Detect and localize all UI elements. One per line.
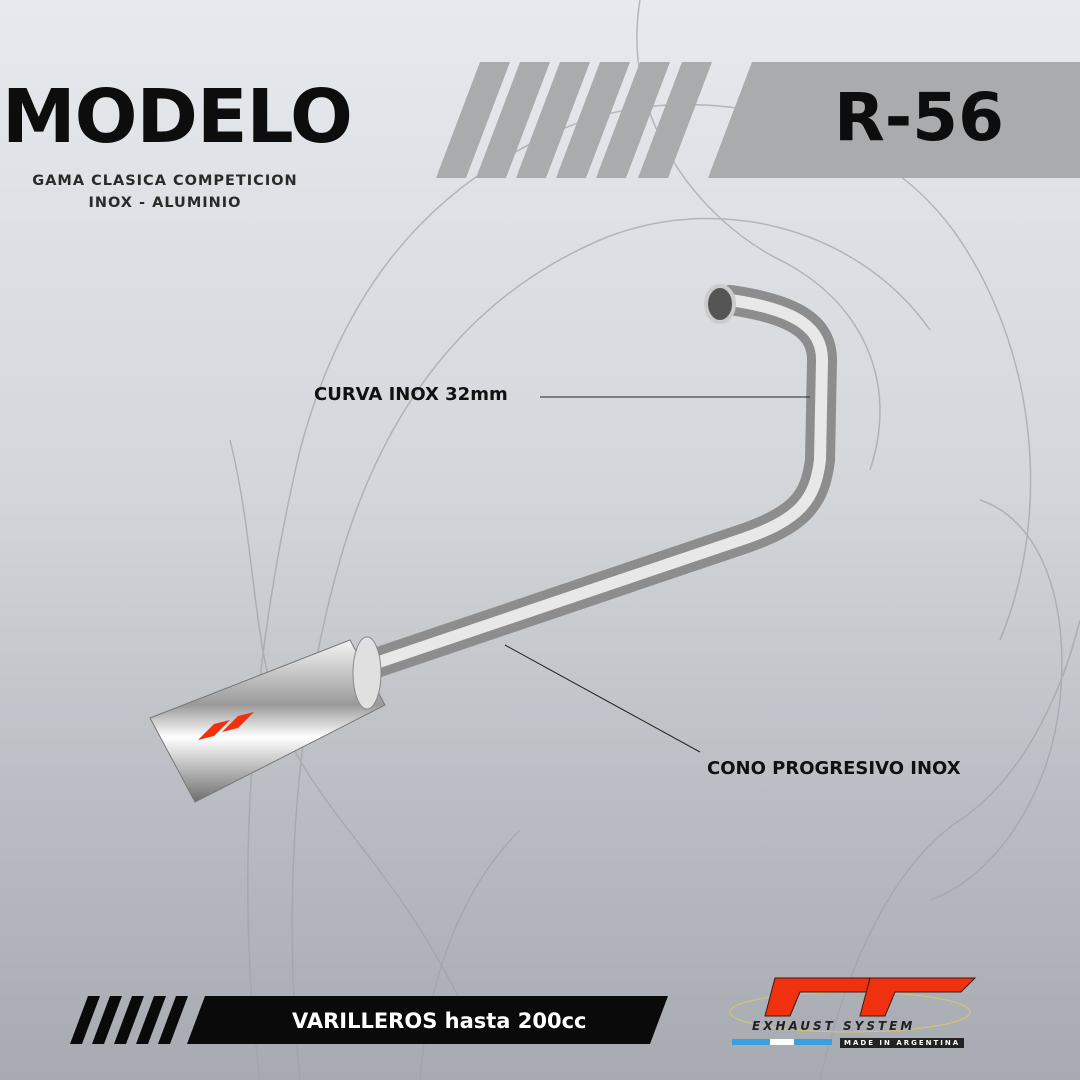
exhaust-pipe: [149, 284, 838, 803]
banner-text: VARILLEROS hasta 200cc: [292, 1009, 587, 1033]
logo-origin: MADE IN ARGENTINA: [840, 1038, 965, 1048]
header-stripes: [436, 62, 1080, 178]
logo-graphic: [729, 977, 977, 1045]
muffler-logo-mark: [198, 712, 254, 740]
callout-bend-label: CURVA INOX 32mm: [314, 384, 508, 405]
subtitle-line-2: INOX - ALUMINIO: [88, 195, 242, 211]
banner-shape: [70, 996, 668, 1044]
logo-rr-mark: [764, 977, 977, 1017]
callout-cone-label: CONO PROGRESIVO INOX: [707, 758, 961, 779]
subtitle-line-1: GAMA CLASICA COMPETICION: [32, 173, 298, 189]
page-title: MODELO: [2, 74, 353, 160]
product-line: GAMA CLASICA COMPETICION INOX - ALUMINIO: [0, 170, 330, 214]
callout-line-cone: [504, 644, 701, 753]
model-number: R-56: [833, 79, 1004, 156]
logo-tagline: EXHAUST SYSTEM: [752, 1019, 916, 1033]
